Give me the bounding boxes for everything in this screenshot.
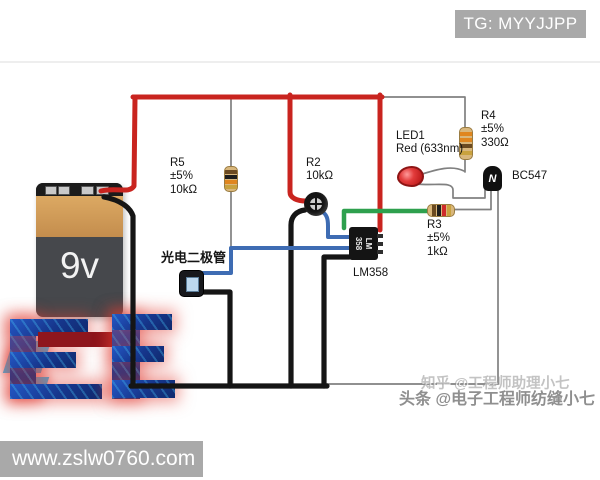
chip-marking: LM 358 (354, 236, 373, 251)
photodiode (179, 270, 204, 297)
wire-opamp-ground (321, 254, 352, 389)
wire-battery-positive (98, 95, 138, 194)
logo-block (10, 319, 88, 336)
label-photodiode: 光电二极管 (161, 250, 227, 265)
label-bc547: BC547 (512, 170, 548, 182)
resistor-r4 (459, 127, 473, 160)
wire-photodiode-to-opamp (201, 246, 351, 275)
label-r2: R2 10kΩ (306, 157, 334, 183)
resistor-r5 (224, 166, 238, 192)
watermark-zhihu: 知乎 @工程师助理小七 (421, 376, 570, 392)
logo-block (112, 314, 172, 330)
photo-edge-line (0, 61, 600, 63)
battery-terminal (45, 186, 57, 195)
label-lm358: LM358 (353, 267, 389, 279)
resistor-r3 (427, 204, 455, 217)
wire-pot-ground (288, 207, 308, 389)
watermark-website: www.zslw0760.com (0, 441, 203, 477)
wire-r3-to-base (452, 190, 492, 211)
wire-led-anode (418, 167, 465, 176)
watermark-toutiao: 头条 @电子工程师纺缝小七 (399, 391, 596, 408)
transistor-bc547: N (483, 166, 502, 191)
wire-top-to-r4 (381, 96, 466, 129)
label-led1: LED1 Red (633nm) (396, 130, 464, 156)
potentiometer-r2 (304, 192, 328, 216)
wire-opamp-output (341, 208, 431, 231)
logo-block (112, 346, 164, 362)
transistor-marking: N (488, 172, 497, 185)
wire-photodiode-ground (197, 289, 233, 389)
logo-block (10, 352, 76, 368)
label-r3: R3 ±5% 1kΩ (427, 219, 450, 258)
battery-9v: 9v (36, 183, 123, 317)
logo-block (10, 384, 102, 399)
led1 (397, 166, 424, 187)
opamp-lm358-chip: LM 358 (349, 227, 383, 260)
photodiode-window (186, 277, 199, 292)
watermark-telegram: TG: MYYJJPP (455, 10, 586, 38)
battery-band (36, 196, 123, 237)
battery-terminal (81, 186, 94, 195)
wire-positive-to-pot (287, 92, 309, 204)
battery-voltage-label: 9v (59, 245, 100, 286)
wire-battery-negative (101, 194, 136, 389)
logo-red-bar (38, 332, 118, 347)
battery-terminal (58, 186, 70, 195)
wire-led-to-collector (415, 183, 486, 199)
label-r4: R4 ±5% 330Ω (481, 110, 509, 149)
label-r5: R5 ±5% 10kΩ (170, 157, 198, 196)
